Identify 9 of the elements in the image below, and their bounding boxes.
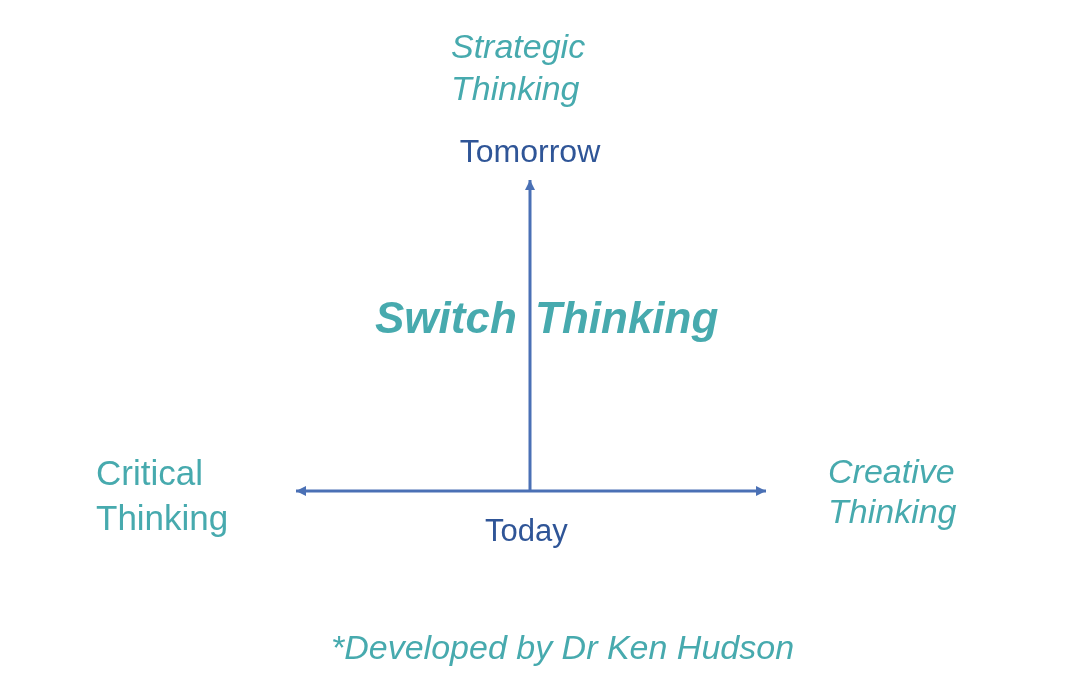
- axis-label: Strategic Thinking: [451, 26, 586, 109]
- axis-label: Today: [485, 513, 568, 549]
- arrow: [525, 180, 535, 491]
- attribution-caption: *Developed by Dr Ken Hudson: [331, 627, 795, 667]
- axis-label: Tomorrow: [459, 133, 601, 170]
- diagram-title: Switch Thinking: [375, 292, 719, 344]
- double-headed-arrow: [296, 486, 766, 496]
- axis-label: Creative Thinking: [828, 451, 957, 531]
- axis-label: Critical Thinking: [96, 452, 229, 539]
